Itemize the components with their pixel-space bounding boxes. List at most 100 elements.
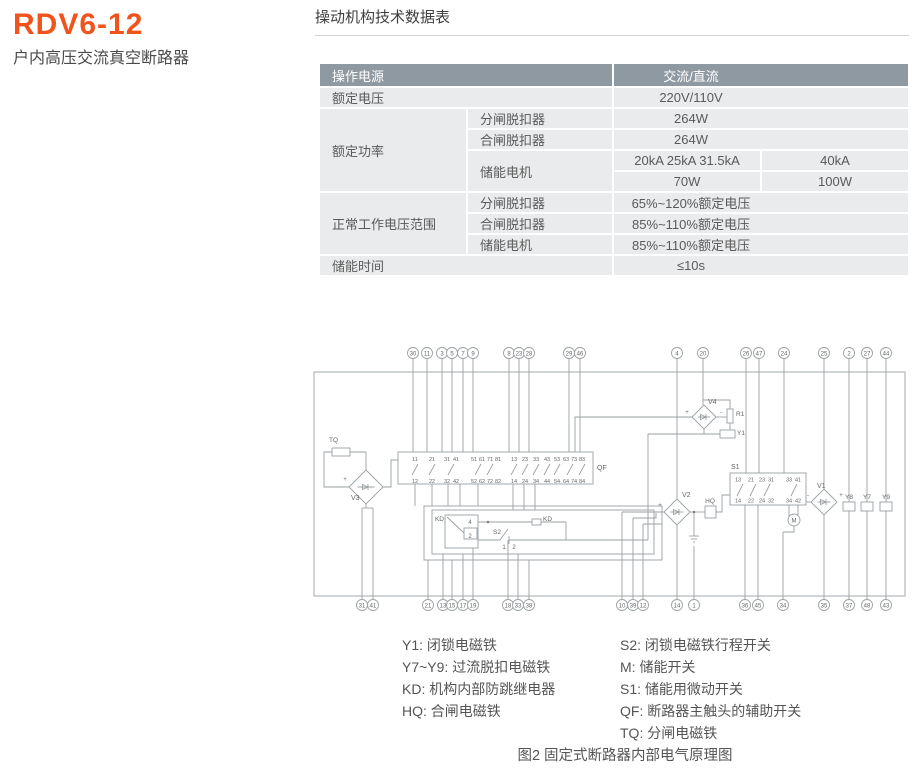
legend-item: M: 储能开关	[620, 659, 696, 675]
closing-release-label: 合闸脱扣器	[466, 128, 614, 151]
svg-text:M: M	[792, 519, 797, 525]
svg-text:V4: V4	[708, 399, 717, 406]
legend-right: S2: 闭锁电磁铁行程开关 M: 储能开关 S1: 储能用微动开关 QF: 断路…	[620, 634, 801, 744]
r1-resistor: R1	[726, 408, 745, 424]
legend-item: QF: 断路器主触头的辅助开关	[620, 703, 802, 719]
svg-text:25: 25	[821, 351, 828, 357]
svg-text:7: 7	[461, 351, 465, 357]
svg-text:43: 43	[883, 603, 890, 609]
svg-text:5: 5	[450, 351, 454, 357]
svg-text:72: 72	[487, 479, 493, 485]
svg-text:+: +	[839, 493, 843, 499]
v1-bridge: V1-+	[807, 483, 843, 516]
table-row: 储能时间 ≤10s	[318, 254, 910, 277]
svg-text:26: 26	[743, 351, 750, 357]
svg-text:42: 42	[795, 499, 801, 505]
svg-text:KD: KD	[435, 516, 444, 523]
svg-text:10: 10	[619, 603, 626, 609]
svg-text:1: 1	[692, 603, 696, 609]
svg-text:34: 34	[786, 499, 792, 505]
svg-text:51: 51	[471, 457, 477, 463]
terminal-38	[523, 599, 535, 611]
rated-power-label: 额定功率	[318, 107, 468, 193]
svg-text:2: 2	[847, 351, 851, 357]
svg-text:21: 21	[425, 603, 432, 609]
terminal-9	[467, 347, 479, 359]
legend-item: S2: 闭锁电磁铁行程开关	[620, 637, 771, 653]
th-power-type: 交流/直流	[612, 62, 910, 88]
svg-text:36: 36	[742, 603, 749, 609]
legend-item: KD: 机构内部防跳继电器	[402, 681, 556, 697]
svg-text:-: -	[807, 493, 809, 499]
svg-text:63: 63	[563, 457, 569, 463]
motor-ka-left: 20kA 25kA 31.5kA	[612, 149, 762, 172]
terminal-24	[778, 347, 790, 359]
legend-item: S1: 储能用微动开关	[620, 681, 743, 697]
svg-text:21: 21	[748, 478, 754, 484]
svg-text:19: 19	[470, 603, 477, 609]
terminal-36	[739, 599, 751, 611]
legend-left: Y1: 闭锁电磁铁 Y7~Y9: 过流脱扣电磁铁 KD: 机构内部防跳继电器 H…	[402, 634, 555, 722]
svg-text:44: 44	[883, 351, 890, 357]
closing-release-value: 264W	[612, 128, 910, 151]
terminal-30	[407, 347, 419, 359]
svg-text:9: 9	[471, 351, 475, 357]
svg-text:15: 15	[449, 603, 456, 609]
svg-text:33: 33	[786, 478, 792, 484]
svg-text:41: 41	[795, 478, 801, 484]
svg-text:Y1: Y1	[737, 430, 745, 437]
svg-text:23: 23	[759, 478, 765, 484]
svg-text:Y9: Y9	[882, 494, 890, 501]
terminal-12	[637, 599, 649, 611]
y9-coil: Y9	[879, 494, 893, 512]
svg-text:54: 54	[554, 479, 560, 485]
svg-text:13: 13	[440, 603, 447, 609]
svg-text:37: 37	[846, 603, 853, 609]
svg-text:27: 27	[864, 351, 871, 357]
terminal-11	[421, 347, 433, 359]
svg-text:22: 22	[429, 479, 435, 485]
svg-text:71: 71	[487, 457, 493, 463]
svg-text:73: 73	[571, 457, 577, 463]
svg-text:S1: S1	[731, 464, 740, 471]
svg-text:18: 18	[505, 603, 512, 609]
svg-text:R1: R1	[736, 411, 745, 418]
charge-time-label: 储能时间	[318, 254, 614, 277]
svg-text:4: 4	[468, 520, 472, 526]
svg-text:24: 24	[759, 499, 765, 505]
svg-text:81: 81	[495, 457, 501, 463]
terminal-47	[753, 347, 765, 359]
frame	[313, 371, 906, 597]
svg-text:29: 29	[566, 351, 573, 357]
svg-text:24: 24	[781, 351, 788, 357]
svg-text:43: 43	[544, 457, 550, 463]
table-row: 额定电压 220V/110V	[318, 86, 910, 109]
table-row: 正常工作电压范围 分闸脱扣器 65%~120%额定电压	[318, 191, 910, 256]
wires	[323, 399, 811, 561]
svg-text:V2: V2	[682, 492, 691, 499]
svg-text:31: 31	[444, 457, 450, 463]
svg-text:45: 45	[755, 603, 762, 609]
vr-closing-label: 合闸脱扣器	[466, 212, 614, 235]
svg-text:32: 32	[768, 499, 774, 505]
table-row: 额定功率 分闸脱扣器 264W	[318, 107, 910, 193]
svg-text:HQ: HQ	[705, 498, 715, 505]
svg-text:34: 34	[780, 603, 787, 609]
vr-motor-value: 85%~110%额定电压	[612, 233, 910, 256]
terminal-41	[367, 599, 379, 611]
rated-voltage-value: 220V/110V	[612, 86, 910, 109]
svg-text:83: 83	[579, 457, 585, 463]
terminal-48	[861, 599, 873, 611]
voltage-range-label: 正常工作电压范围	[318, 191, 468, 256]
y7-coil: Y7	[860, 494, 874, 512]
svg-text:13: 13	[735, 478, 741, 484]
terminal-45	[752, 599, 764, 611]
svg-text:38: 38	[526, 603, 533, 609]
legend-item: Y1: 闭锁电磁铁	[402, 637, 497, 653]
vr-opening-label: 分闸脱扣器	[466, 191, 614, 214]
v3-bridge: V3+	[343, 469, 384, 505]
v4-bridge: V4+-	[685, 399, 722, 430]
terminal-1	[688, 599, 700, 611]
